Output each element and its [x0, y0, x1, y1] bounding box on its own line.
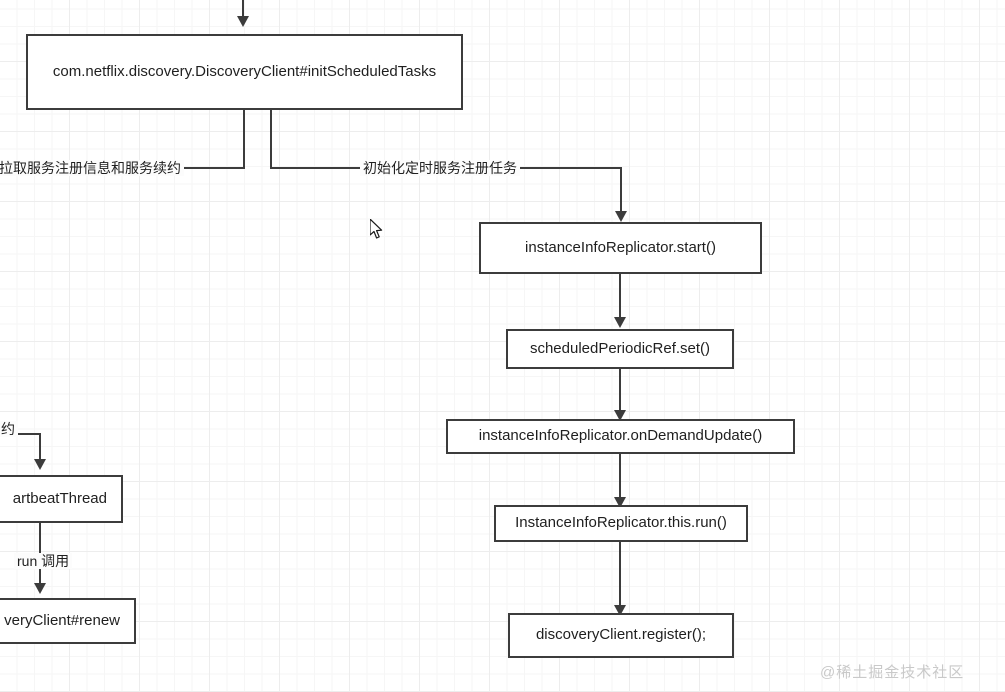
arrow-incoming-top — [237, 16, 249, 27]
arrow-to-thisrun — [614, 497, 626, 508]
edge-periodicref-to-ondemand — [619, 369, 621, 414]
edge-incoming-top — [242, 0, 244, 18]
node-label: scheduledPeriodicRef.set() — [529, 339, 711, 357]
arrow-to-discovery-client-renew — [34, 583, 46, 594]
arrow-to-replicator-start — [615, 211, 627, 222]
node-instance-info-replicator-on-demand-update[interactable]: instanceInfoReplicator.onDemandUpdate() — [446, 419, 795, 454]
node-init-scheduled-tasks[interactable]: com.netflix.discovery.DiscoveryClient#in… — [26, 34, 463, 110]
node-discovery-client-renew[interactable]: veryClient#renew — [0, 598, 136, 644]
edge-start-to-periodicref — [619, 274, 621, 319]
node-label: instanceInfoReplicator.onDemandUpdate() — [478, 427, 763, 445]
node-instance-info-replicator-start[interactable]: instanceInfoReplicator.start() — [479, 222, 762, 274]
watermark-text: @稀土掘金技术社区 — [820, 664, 965, 681]
edge-label-fetch-registry: 拉取服务注册信息和服务续约 — [0, 160, 184, 176]
mouse-cursor — [369, 218, 384, 241]
arrow-to-ondemand — [614, 410, 626, 421]
arrow-to-register — [614, 605, 626, 616]
node-label: InstanceInfoReplicator.this.run() — [515, 514, 727, 532]
edge-renew-vertical — [39, 433, 41, 461]
node-discovery-client-register[interactable]: discoveryClient.register(); — [508, 613, 734, 658]
edge-ondemand-to-thisrun — [619, 454, 621, 501]
node-label: veryClient#renew — [4, 611, 120, 629]
node-label: discoveryClient.register(); — [535, 626, 707, 644]
node-label: com.netflix.discovery.DiscoveryClient#in… — [52, 62, 437, 80]
edge-renew-horizontal — [18, 433, 41, 435]
edge-label-init-register-task: 初始化定时服务注册任务 — [360, 160, 520, 176]
edge-label-renew-fragment: 约 — [0, 421, 18, 437]
edge-label-run-call: run 调用 — [14, 553, 73, 569]
node-heartbeat-thread[interactable]: artbeatThread — [0, 475, 123, 523]
node-label: artbeatThread — [12, 489, 107, 507]
edge-branch-left-vertical — [243, 110, 245, 169]
node-scheduled-periodic-ref-set[interactable]: scheduledPeriodicRef.set() — [506, 329, 734, 369]
edge-branch-right-vertical — [270, 110, 272, 169]
node-instance-info-replicator-this-run[interactable]: InstanceInfoReplicator.this.run() — [494, 505, 748, 542]
node-label: instanceInfoReplicator.start() — [525, 238, 716, 256]
arrow-to-heartbeat-thread — [34, 459, 46, 470]
edge-to-replicator-start — [620, 167, 622, 213]
edge-thisrun-to-register — [619, 542, 621, 609]
arrow-to-periodicref — [614, 317, 626, 328]
